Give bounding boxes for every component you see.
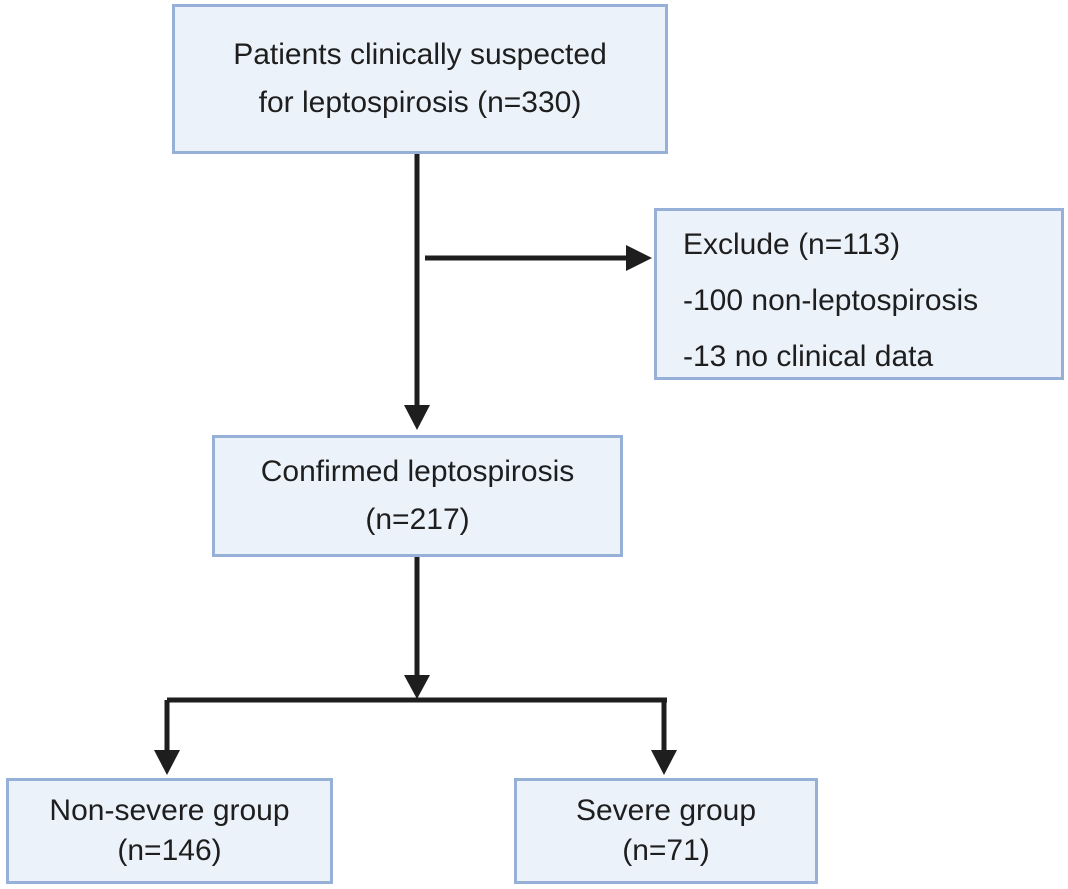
- node-non-severe-line2: (n=146): [117, 834, 222, 867]
- node-excluded: Exclude (n=113) -100 non-leptospirosis -…: [654, 208, 1064, 380]
- node-severe-group: Severe group (n=71): [514, 778, 818, 884]
- node-severe-line2: (n=71): [622, 834, 710, 867]
- node-non-severe-line1: Non-severe group: [49, 794, 290, 827]
- node-excluded-non-leptospirosis: -100 non-leptospirosis: [683, 284, 979, 317]
- node-excluded-title: Exclude (n=113): [683, 228, 901, 261]
- arrowhead-to-split: [404, 675, 430, 699]
- node-excluded-no-clinical-data: -13 no clinical data: [683, 340, 934, 373]
- arrowhead-to-nonsevere: [154, 750, 180, 775]
- arrowhead-to-confirmed: [404, 405, 430, 430]
- node-confirmed-line2: (n=217): [365, 503, 470, 536]
- arrowhead-to-severe: [651, 750, 677, 775]
- arrowhead-to-exclude: [626, 245, 652, 271]
- node-severe-line1: Severe group: [575, 794, 757, 827]
- node-non-severe-group: Non-severe group (n=146): [6, 778, 333, 884]
- node-confirmed-leptospirosis: Confirmed leptospirosis (n=217): [212, 435, 623, 557]
- node-suspected-patients: Patients clinically suspected for leptos…: [172, 4, 668, 154]
- node-suspected-line2: for leptospirosis (n=330): [258, 86, 582, 119]
- node-confirmed-line1: Confirmed leptospirosis: [260, 455, 575, 488]
- node-suspected-line1: Patients clinically suspected: [233, 38, 607, 71]
